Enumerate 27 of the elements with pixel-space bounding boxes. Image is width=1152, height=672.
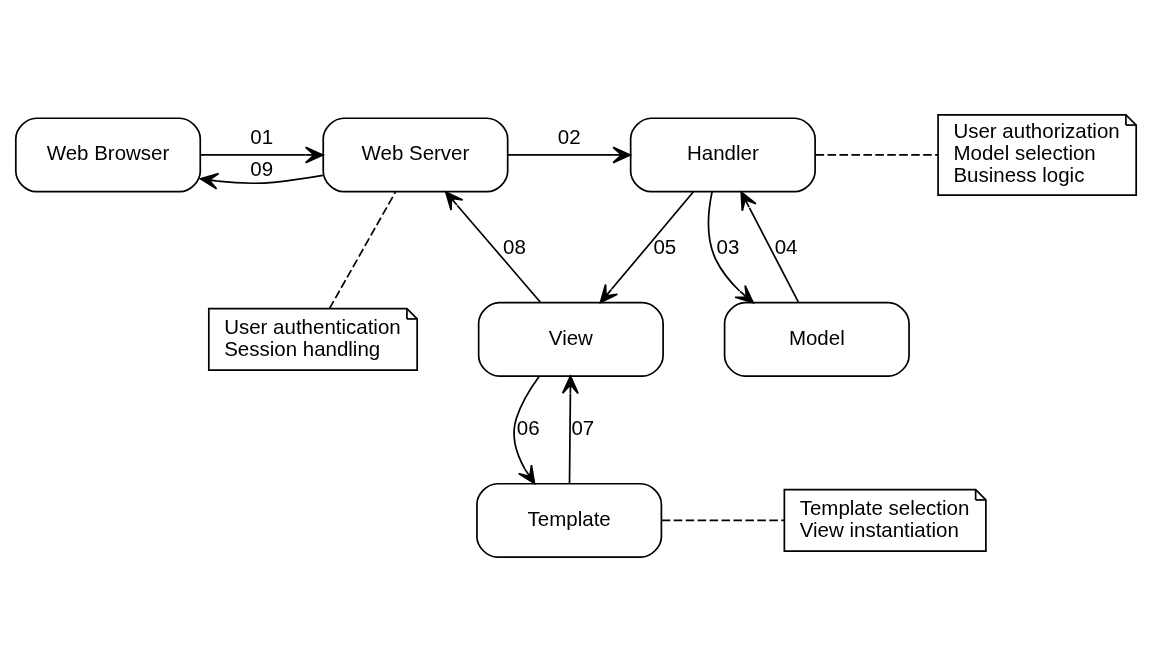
arrow	[513, 375, 540, 485]
edge-label: 09	[250, 157, 274, 181]
arrow	[444, 191, 542, 304]
connector	[328, 191, 397, 310]
arrow	[199, 172, 324, 190]
node-box: Web Server	[322, 117, 509, 193]
edge-label: 06	[516, 416, 540, 440]
edge-label: 05	[653, 235, 677, 259]
edge-label: 03	[716, 235, 740, 259]
edge-label: 01	[250, 125, 274, 149]
edge-label: 04	[774, 235, 798, 259]
node-box: Template	[476, 482, 663, 559]
arrow	[506, 146, 632, 164]
edge-label: 08	[503, 235, 526, 259]
connector	[660, 519, 786, 522]
edge-label: 02	[557, 125, 581, 149]
node-box: Handler	[629, 117, 816, 193]
arrow	[707, 191, 754, 304]
connector	[814, 154, 939, 156]
node-box: View	[477, 301, 664, 377]
arrow	[199, 146, 324, 164]
node-box: Model	[723, 301, 910, 377]
arrow	[561, 375, 579, 485]
arrow	[599, 191, 695, 304]
arrow	[740, 191, 800, 304]
edge-label: 07	[571, 416, 595, 440]
node-box: Web Browser	[14, 117, 202, 193]
